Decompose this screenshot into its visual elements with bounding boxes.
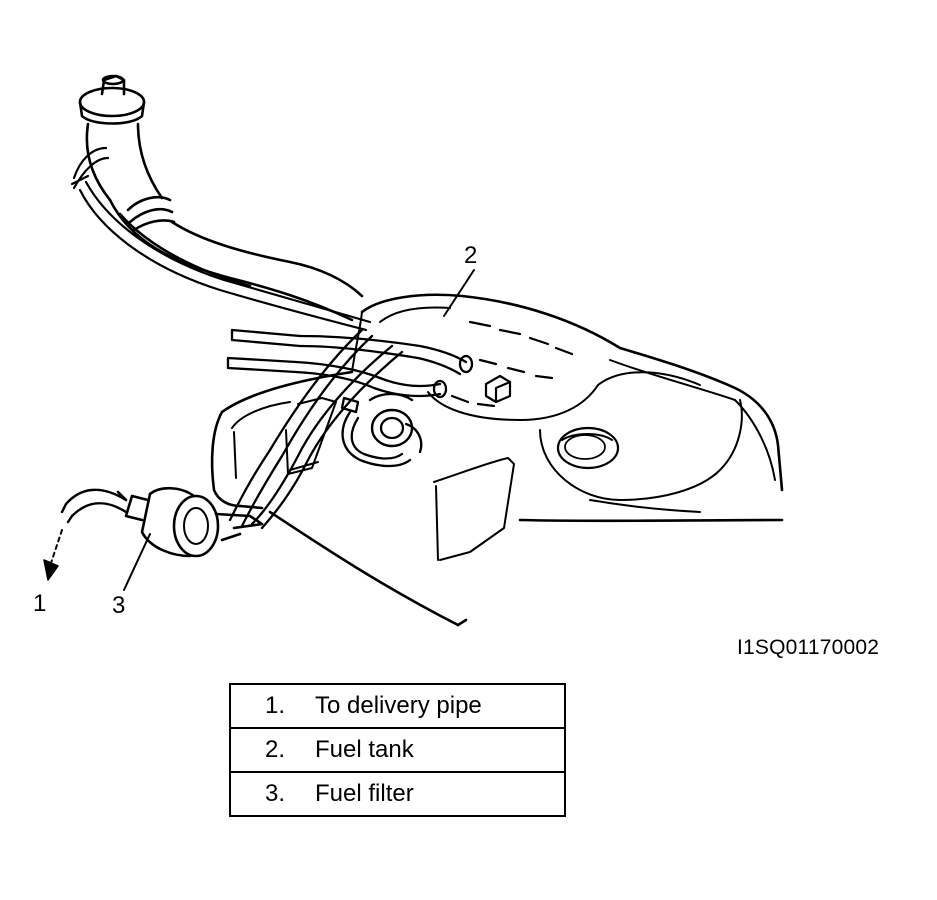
breather-tube bbox=[70, 146, 372, 332]
fuel-filter bbox=[116, 486, 264, 558]
legend-number: 2. bbox=[264, 736, 285, 763]
legend-row: 1. To delivery pipe bbox=[229, 683, 566, 729]
legend-number: 1. bbox=[264, 692, 285, 719]
tank-fitting bbox=[484, 374, 512, 404]
legend-label: Fuel tank bbox=[315, 736, 414, 763]
legend-label: Fuel filter bbox=[315, 780, 414, 807]
legend-label: To delivery pipe bbox=[315, 692, 482, 719]
figure-id: I1SQ01170002 bbox=[737, 636, 880, 659]
legend-row: 3. Fuel filter bbox=[229, 771, 566, 817]
callout-delivery-pipe: 1 bbox=[33, 590, 47, 617]
legend-cell: 3. Fuel filter bbox=[229, 771, 566, 817]
fuel-tank-contours bbox=[231, 306, 776, 561]
delivery-arrow-head bbox=[43, 559, 59, 581]
leader-lines bbox=[49, 269, 475, 591]
legend-table: 1. To delivery pipe 2. Fuel tank 3. Fuel fi… bbox=[229, 683, 566, 817]
legend-number: 3. bbox=[264, 780, 285, 807]
callout-fuel-filter: 3 bbox=[112, 592, 126, 619]
filler-neck bbox=[78, 74, 364, 322]
legend-cell: 1. To delivery pipe bbox=[229, 683, 566, 729]
callout-fuel-tank: 2 bbox=[464, 242, 478, 269]
delivery-hose bbox=[60, 488, 128, 524]
legend-row: 2. Fuel tank bbox=[229, 727, 566, 773]
fuel-lines bbox=[226, 328, 474, 530]
legend-cell: 2. Fuel tank bbox=[229, 727, 566, 773]
